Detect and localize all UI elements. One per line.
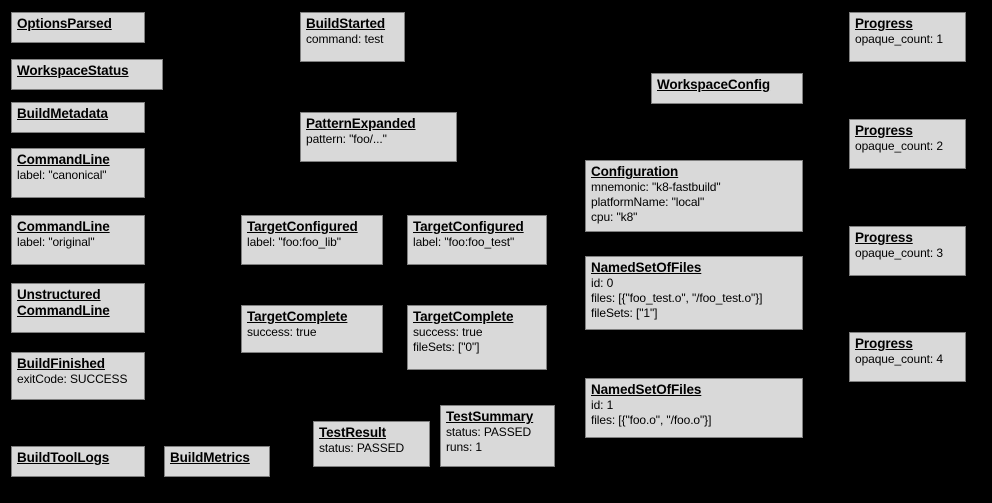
node-field: mnemonic: "k8-fastbuild"	[591, 180, 721, 194]
node-title: PatternExpanded	[306, 116, 416, 131]
node-field: files: [{"foo.o", "/foo.o"}]	[591, 413, 712, 427]
node-field: pattern: "foo/..."	[306, 132, 387, 146]
node-fields: opaque_count: 1	[855, 32, 960, 47]
node-title: Progress	[855, 230, 913, 245]
node-fields: pattern: "foo/..."	[306, 132, 451, 147]
node-field: opaque_count: 4	[855, 352, 943, 366]
node-field: fileSets: ["1"]	[591, 306, 658, 320]
node-title: TargetComplete	[413, 309, 514, 324]
node-fields: opaque_count: 4	[855, 352, 960, 367]
node-title: BuildMetadata	[17, 106, 108, 121]
node-field: id: 1	[591, 398, 614, 412]
node-field: label: "canonical"	[17, 168, 107, 182]
node-field: fileSets: ["0"]	[413, 340, 480, 354]
node-fields: status: PASSED	[319, 441, 424, 456]
node-options-parsed[interactable]: OptionsParsed	[11, 12, 145, 43]
node-field: status: PASSED	[319, 441, 405, 455]
node-field: success: true	[413, 325, 483, 339]
node-field: runs: 1	[446, 440, 482, 454]
node-field: opaque_count: 2	[855, 139, 943, 153]
node-field: label: "original"	[17, 235, 95, 249]
node-field: opaque_count: 1	[855, 32, 943, 46]
node-field: exitCode: SUCCESS	[17, 372, 128, 386]
node-title: BuildStarted	[306, 16, 386, 31]
node-title: BuildFinished	[17, 356, 105, 371]
node-title: CommandLine	[17, 152, 110, 167]
node-fields: label: "foo:foo_lib"	[247, 235, 377, 250]
node-field: id: 0	[591, 276, 614, 290]
node-title: BuildToolLogs	[17, 450, 110, 465]
node-fields: label: "original"	[17, 235, 139, 250]
node-title: Configuration	[591, 164, 679, 179]
node-workspace-status[interactable]: WorkspaceStatus	[11, 59, 163, 90]
node-title: Unstructured CommandLine	[17, 287, 110, 318]
node-build-tool-logs[interactable]: BuildToolLogs	[11, 446, 145, 477]
node-title: Progress	[855, 123, 913, 138]
node-title: Progress	[855, 336, 913, 351]
node-field: cpu: "k8"	[591, 210, 638, 224]
node-title: TargetConfigured	[413, 219, 524, 234]
node-title: TargetConfigured	[247, 219, 358, 234]
node-title: TargetComplete	[247, 309, 348, 324]
node-fields: opaque_count: 3	[855, 246, 960, 261]
node-fields: exitCode: SUCCESS	[17, 372, 139, 387]
node-unstructured-command-line[interactable]: Unstructured CommandLine	[11, 283, 145, 333]
node-fields: opaque_count: 2	[855, 139, 960, 154]
node-fields: success: true	[247, 325, 377, 340]
node-workspace-config[interactable]: WorkspaceConfig	[651, 73, 803, 104]
node-build-metadata[interactable]: BuildMetadata	[11, 102, 145, 133]
node-field: files: [{"foo_test.o", "/foo_test.o"}]	[591, 291, 763, 305]
node-fields: mnemonic: "k8-fastbuild"platformName: "l…	[591, 180, 797, 225]
node-title: WorkspaceConfig	[657, 77, 771, 92]
node-title: NamedSetOfFiles	[591, 382, 702, 397]
node-title: CommandLine	[17, 219, 110, 234]
node-title: TestResult	[319, 425, 387, 440]
node-field: label: "foo:foo_lib"	[247, 235, 341, 249]
node-title: BuildMetrics	[170, 450, 250, 465]
node-title: WorkspaceStatus	[17, 63, 129, 78]
node-field: opaque_count: 3	[855, 246, 943, 260]
node-title: OptionsParsed	[17, 16, 112, 31]
node-build-metrics[interactable]: BuildMetrics	[164, 446, 270, 477]
node-title: TestSummary	[446, 409, 534, 424]
node-field: command: test	[306, 32, 384, 46]
node-field: label: "foo:foo_test"	[413, 235, 515, 249]
node-fields: label: "foo:foo_test"	[413, 235, 541, 250]
node-title: NamedSetOfFiles	[591, 260, 702, 275]
node-title: Progress	[855, 16, 913, 31]
node-fields: label: "canonical"	[17, 168, 139, 183]
node-field: platformName: "local"	[591, 195, 705, 209]
node-field: success: true	[247, 325, 317, 339]
node-field: status: PASSED	[446, 425, 532, 439]
node-fields: command: test	[306, 32, 399, 47]
